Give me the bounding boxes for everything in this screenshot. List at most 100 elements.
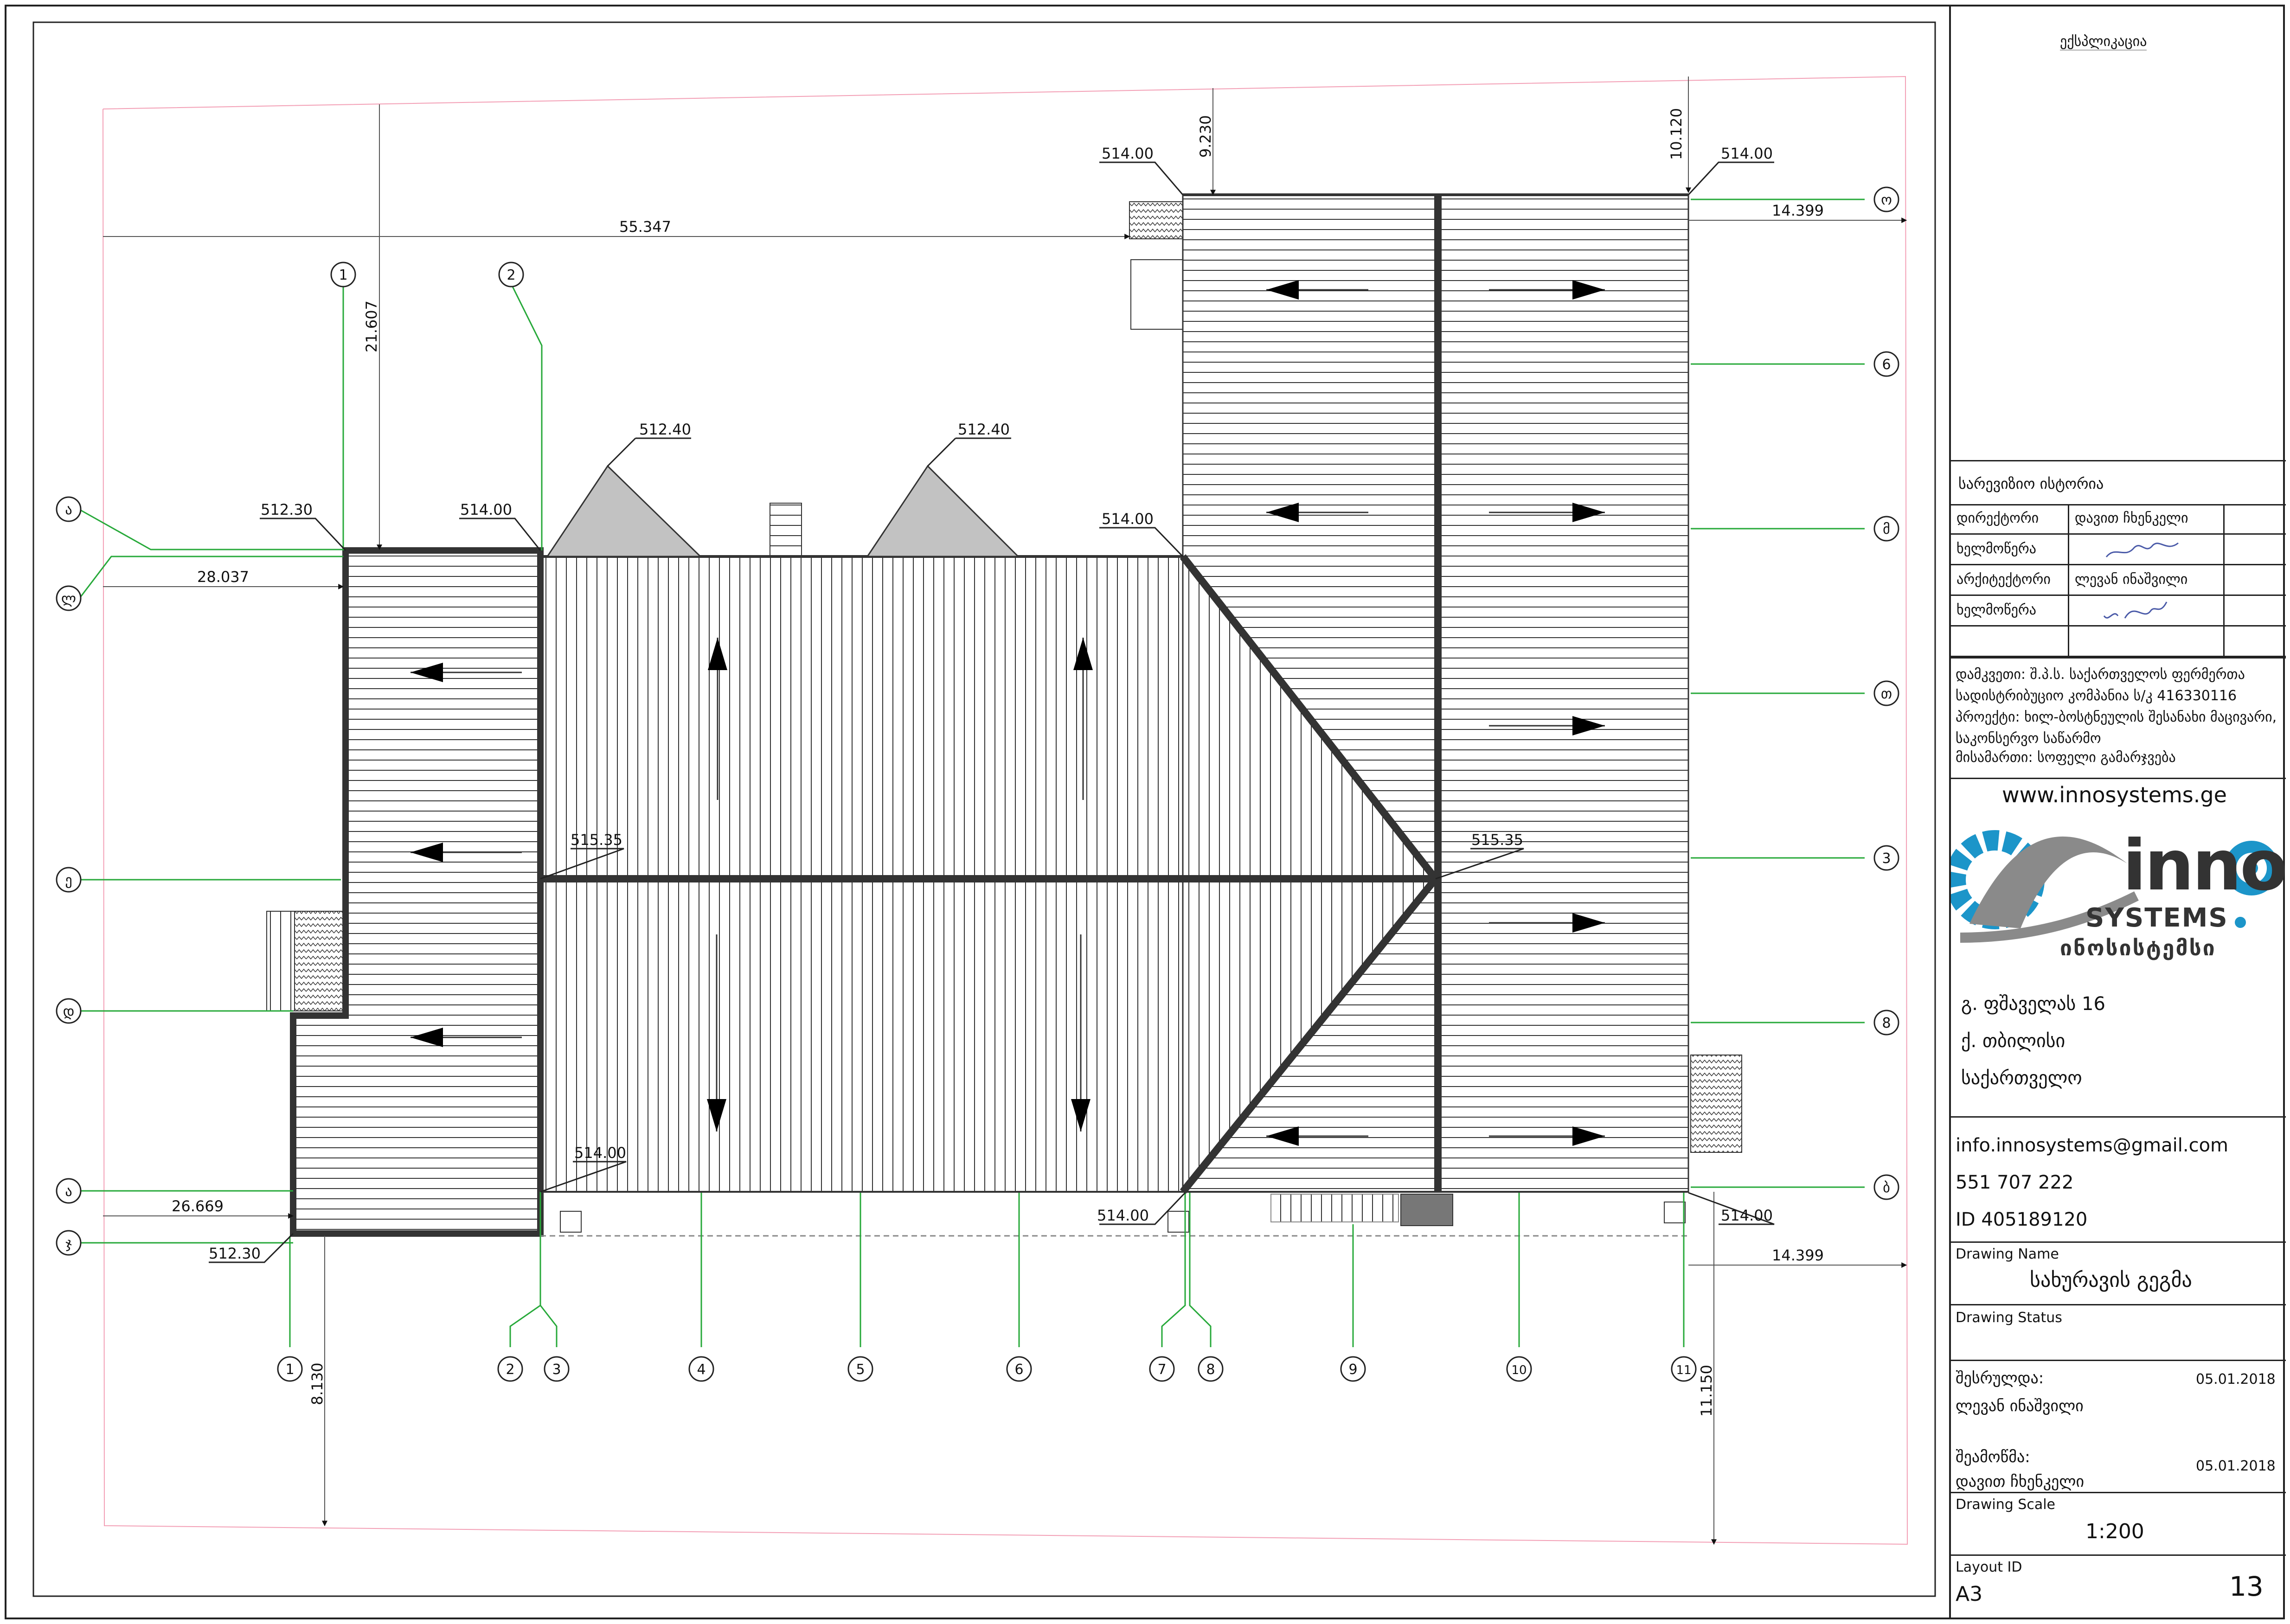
signature-1 [2069,535,2225,565]
logo-systems: SYSTEMS [2085,903,2228,933]
performed-date: 05.01.2018 [2196,1371,2276,1387]
client-info: დამკვეთი: შ.პ.ს. საქართველოს ფერმერთა სა… [1956,666,2245,704]
grid-label-right-7: ბ [1883,1180,1890,1196]
drawing-scale: 1:200 [2085,1520,2144,1543]
layout-id: A3 [1956,1582,1983,1606]
grid-label-left-6: ჯ [65,1235,72,1252]
dormer-left [546,465,702,557]
director-name: დავით ჩხენკელი [2069,504,2225,535]
signature-label-1: ხელმოწერა [1951,535,2069,565]
elev-51535-ridge-left: 515.35 [571,831,622,849]
title-block: ექსპლიკაცია სარევიზიო ისტორია დირექტორი … [1945,6,2288,1618]
grid-label-bottom-10: 10 [1511,1363,1527,1377]
grid-label-bottom-5: 5 [856,1362,865,1378]
elev-5123-bottom-left: 512.30 [209,1245,261,1262]
grid-label-bottom-4: 4 [697,1362,706,1378]
grid-label-bottom-8: 8 [1206,1362,1215,1378]
signature-2 [2069,596,2225,627]
dim-11150: 11.150 [1698,1365,1715,1417]
inno-logo: inno SYSTEMS ინოსისტემსი [1945,812,2288,979]
grid-label-left-3: ე [65,872,72,889]
elev-514-bottom-hip: 514.00 [1097,1207,1149,1224]
city: ქ. თბილისი [1961,1030,2065,1052]
dormer-right [866,465,1020,557]
architect-name: ლევან ინაშვილი [2069,565,2225,596]
dim-26669: 26.669 [172,1197,224,1215]
gear-icon [1945,830,2279,943]
elev-514-hip: 514.00 [1102,510,1154,528]
street-address: გ. ფშაველას 16 [1961,993,2105,1015]
grid-label-right-2: 6 [1882,357,1891,373]
checked-label: შეამოწმა: [1956,1448,2030,1466]
grid-label-right-5: 3 [1882,850,1891,867]
dim-10120: 10.120 [1668,108,1685,160]
grid-label-top-1: 1 [339,267,347,283]
grid-label-bottom-9: 9 [1348,1362,1357,1378]
director-label: დირექტორი [1951,504,2069,535]
grid-label-right-4: თ [1881,686,1892,702]
grid-label-bottom-11: 11 [1676,1363,1691,1377]
grid-label-right-3: მ [1883,521,1890,537]
grid-label-top-2: 2 [507,267,515,283]
roof-plane-far-right [1437,194,1689,1193]
signature-label-2: ხელმოწერა [1951,596,2069,627]
website-link[interactable]: www.innosystems.ge [2002,782,2227,807]
architect-label: არქიტექტორი [1951,565,2069,596]
drawing-status-label: Drawing Status [1956,1310,2062,1326]
elev-514-bottom-right: 514.00 [1721,1207,1773,1224]
grid-label-left-1: ა [65,502,72,518]
drawing-name-label: Drawing Name [1956,1246,2059,1262]
elev-5123-left-wing: 512.30 [261,501,313,518]
elev-5124-dormer-right: 512.40 [958,421,1010,438]
drawing-scale-label: Drawing Scale [1956,1496,2055,1513]
layout-id-label: Layout ID [1956,1559,2022,1575]
address-info: მისამართი: სოფელი გამარჯვება [1956,749,2176,766]
chimney [770,503,802,557]
company-id: ID 405189120 [1956,1209,2088,1230]
elev-514-left-wing: 514.00 [460,501,512,518]
revision-table: დირექტორი დავით ჩხენკელი ხელმოწერა არქიტ… [1951,504,2286,657]
roof-plane-left-wing [290,547,544,1237]
signature-icon [2103,601,2168,619]
dim-9230: 9.230 [1197,115,1214,158]
elev-514-top-right: 514.00 [1721,145,1773,162]
grid-label-bottom-2: 2 [506,1362,514,1378]
elev-5124-dormer-left: 512.40 [639,421,691,438]
grid-label-bottom-3: 3 [552,1362,561,1378]
dim-8130: 8.130 [308,1362,326,1405]
signature-icon [2105,542,2179,557]
grid-label-bottom-6: 6 [1014,1362,1023,1378]
grid-label-left-4: დ [63,1004,75,1020]
roof-plane-middle-upper [539,556,1184,880]
email-link[interactable]: info.innosystems@gmail.com [1956,1135,2229,1156]
elev-514-bottom-middle: 514.00 [574,1144,626,1162]
performed-name: ლევან ინაშვილი [1956,1397,2084,1415]
dim-28037: 28.037 [197,568,249,586]
logo-georgian: ინოსისტემსი [2060,935,2216,960]
checked-date: 05.01.2018 [2196,1458,2276,1474]
grid-label-left-5: ა [65,1183,72,1200]
elev-514-top-left: 514.00 [1102,145,1154,162]
grid-label-right-1: ო [1881,192,1892,208]
project-info: პროექტი: ხილ-ბოსტნეულის შესანახი მაცივარ… [1956,709,2277,747]
country: საქართველო [1961,1068,2082,1089]
checked-name: დავით ჩხენკელი [1956,1472,2085,1491]
logo-wordmark: inno [2123,825,2288,906]
dim-14399-top: 14.399 [1772,202,1824,219]
dim-21607: 21.607 [363,301,380,352]
roof-plane-middle-lower [539,878,1184,1193]
logo-dot [2235,917,2246,928]
grid-label-bottom-7: 7 [1157,1362,1166,1378]
grid-label-bottom-1: 1 [285,1362,294,1378]
grid-label-right-6: 8 [1882,1015,1891,1031]
elev-51535-ridge-right: 515.35 [1471,831,1523,849]
grid-label-left-2: ლ [61,591,76,607]
drawing-name: სახურავის გეგმა [2030,1268,2192,1292]
explication-title: ექსპლიკაცია [2060,33,2147,51]
dim-14399-bottom: 14.399 [1772,1247,1824,1264]
revision-history-title: სარევიზიო ისტორია [1958,475,2104,492]
dim-55347: 55.347 [619,218,671,236]
performed-label: შესრულდა: [1956,1369,2044,1387]
sheet-number: 13 [2229,1571,2264,1602]
